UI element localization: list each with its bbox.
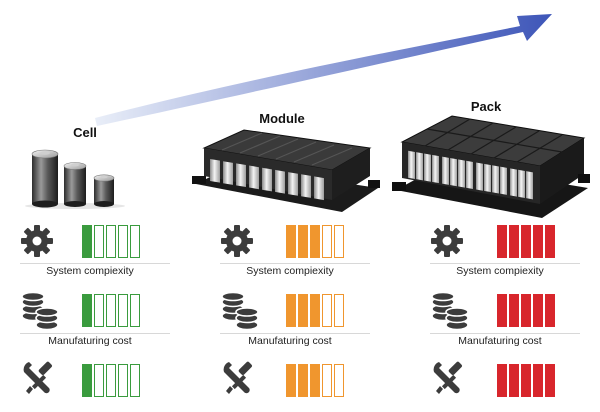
database-coins-icon	[220, 292, 260, 330]
level-segment-empty	[106, 294, 116, 327]
level-segment-filled	[521, 364, 531, 397]
level-segment-filled	[545, 364, 555, 397]
level-segment-filled	[545, 225, 555, 258]
wrench-screwdriver-icon	[20, 360, 56, 396]
level-segment-filled	[298, 364, 308, 397]
column-title-cell: Cell	[73, 125, 97, 140]
metric-label: System compiexity	[246, 265, 334, 277]
gear-icon	[20, 224, 54, 258]
level-segment-empty	[322, 294, 332, 327]
row-divider	[430, 263, 580, 264]
battery-cells-illustration	[25, 149, 125, 209]
growth-arrow	[95, 14, 552, 126]
level-segment-filled	[497, 294, 507, 327]
level-bar-pack	[497, 225, 555, 258]
level-segment-empty	[118, 225, 128, 258]
level-segment-empty	[322, 225, 332, 258]
gear-icon	[430, 224, 464, 258]
level-segment-filled	[310, 225, 320, 258]
row-divider	[220, 333, 370, 334]
level-segment-filled	[286, 225, 296, 258]
row-divider	[430, 333, 580, 334]
level-segment-empty	[334, 364, 344, 397]
level-bar-module	[286, 294, 344, 327]
level-segment-filled	[509, 294, 519, 327]
level-segment-empty	[106, 364, 116, 397]
level-bar-module	[286, 364, 344, 397]
level-segment-empty	[130, 294, 140, 327]
level-segment-filled	[298, 225, 308, 258]
level-segment-filled	[509, 225, 519, 258]
level-segment-filled	[545, 294, 555, 327]
column-title-pack: Pack	[470, 99, 502, 114]
wrench-screwdriver-icon	[430, 360, 466, 396]
row-divider	[220, 263, 370, 264]
gear-icon	[220, 224, 254, 258]
level-bar-cell	[82, 294, 140, 327]
level-segment-empty	[334, 225, 344, 258]
level-segment-empty	[94, 225, 104, 258]
level-segment-filled	[310, 364, 320, 397]
metric-label: System compiexity	[46, 265, 134, 277]
metric-label: Manufaturing cost	[458, 335, 542, 347]
level-segment-filled	[298, 294, 308, 327]
level-segment-filled	[533, 225, 543, 258]
row-divider	[20, 333, 170, 334]
level-segment-filled	[497, 225, 507, 258]
level-segment-filled	[82, 364, 92, 397]
level-segment-empty	[334, 294, 344, 327]
level-segment-filled	[82, 225, 92, 258]
metric-label: System compiexity	[456, 265, 544, 277]
metric-label: Manufaturing cost	[48, 335, 132, 347]
database-coins-icon	[430, 292, 470, 330]
level-segment-filled	[509, 364, 519, 397]
database-coins-icon	[20, 292, 60, 330]
level-segment-empty	[94, 294, 104, 327]
level-segment-empty	[118, 294, 128, 327]
metric-label: Manufaturing cost	[248, 335, 332, 347]
battery-pack-illustration	[392, 115, 590, 218]
battery-module-illustration	[192, 129, 380, 212]
level-segment-filled	[82, 294, 92, 327]
level-bar-cell	[82, 225, 140, 258]
row-divider	[20, 263, 170, 264]
level-segment-filled	[286, 364, 296, 397]
level-segment-empty	[322, 364, 332, 397]
column-title-module: Module	[259, 111, 305, 126]
level-bar-pack	[497, 364, 555, 397]
level-segment-empty	[130, 364, 140, 397]
level-segment-empty	[94, 364, 104, 397]
level-segment-empty	[106, 225, 116, 258]
level-segment-empty	[130, 225, 140, 258]
level-segment-filled	[533, 294, 543, 327]
level-segment-filled	[310, 294, 320, 327]
wrench-screwdriver-icon	[220, 360, 256, 396]
level-bar-cell	[82, 364, 140, 397]
level-segment-filled	[521, 225, 531, 258]
level-segment-filled	[521, 294, 531, 327]
level-bar-pack	[497, 294, 555, 327]
level-segment-empty	[118, 364, 128, 397]
level-bar-module	[286, 225, 344, 258]
level-segment-filled	[497, 364, 507, 397]
level-segment-filled	[533, 364, 543, 397]
level-segment-filled	[286, 294, 296, 327]
